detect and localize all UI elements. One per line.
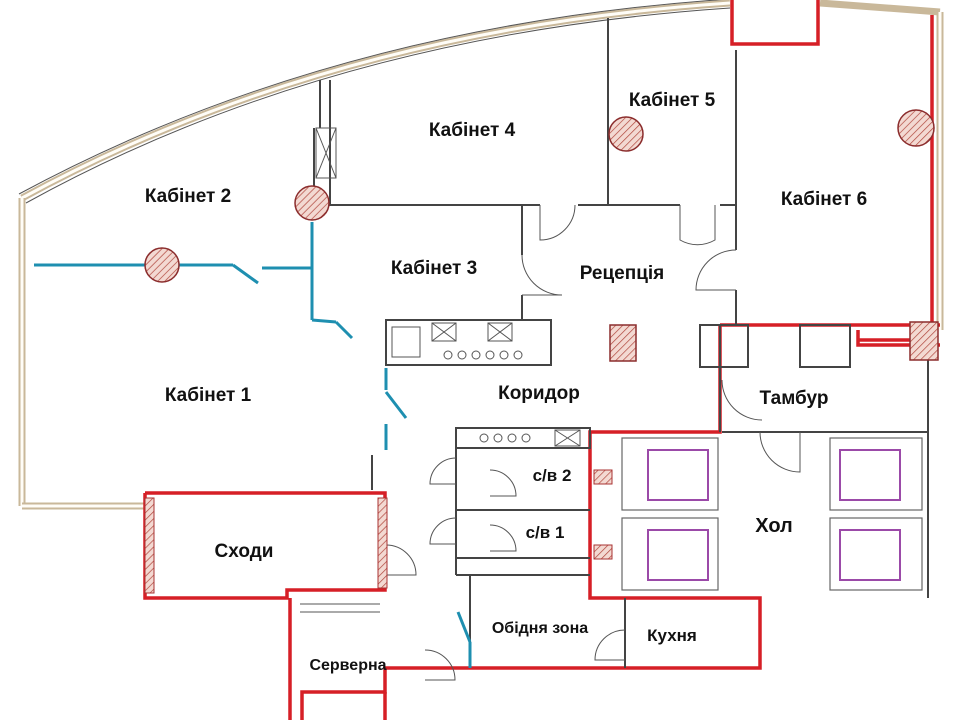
elevator-cabin <box>839 449 901 501</box>
room-label-kabinet-4: Кабінет 4 <box>429 120 516 141</box>
column-round <box>144 247 180 283</box>
room-label-kabinet-5: Кабінет 5 <box>629 90 716 111</box>
interior-walls <box>313 18 929 668</box>
room-labels: Кабінет 1 Кабінет 2 Кабінет 3 Кабінет 4 … <box>145 90 867 674</box>
room-label-corridor: Коридор <box>498 383 580 404</box>
column-round <box>294 185 330 221</box>
room-label-reception: Рецепція <box>580 263 665 284</box>
column-square <box>909 321 939 361</box>
elevator-cabin <box>647 449 709 501</box>
partition-walls <box>34 222 472 668</box>
facade-wall <box>18 0 944 510</box>
stair-elements <box>144 469 613 594</box>
room-label-server: Серверна <box>309 657 386 674</box>
room-label-kabinet-3: Кабінет 3 <box>391 258 477 279</box>
room-label-kabinet-1: Кабінет 1 <box>165 385 252 406</box>
room-label-hall: Хол <box>755 515 793 537</box>
load-bearing-walls <box>143 0 940 720</box>
room-label-kabinet-6: Кабінет 6 <box>781 189 867 210</box>
room-label-kitchen: Кухня <box>647 626 697 645</box>
elevators <box>621 437 923 591</box>
doors <box>300 204 801 681</box>
room-label-tambur: Тамбур <box>760 388 829 409</box>
room-label-stairs: Сходи <box>215 541 274 562</box>
column-square <box>609 324 637 362</box>
room-label-wc-2: с/в 2 <box>533 466 572 485</box>
column-round <box>897 109 935 147</box>
column-round <box>608 116 644 152</box>
room-label-kabinet-2: Кабінет 2 <box>145 186 231 207</box>
elevator-cabin <box>647 529 709 581</box>
room-label-wc-1: с/в 1 <box>526 523 565 542</box>
elevator-cabin <box>839 529 901 581</box>
stove-burners <box>443 350 581 447</box>
room-label-dining: Обідня зона <box>492 620 588 637</box>
structural-columns <box>144 109 939 362</box>
